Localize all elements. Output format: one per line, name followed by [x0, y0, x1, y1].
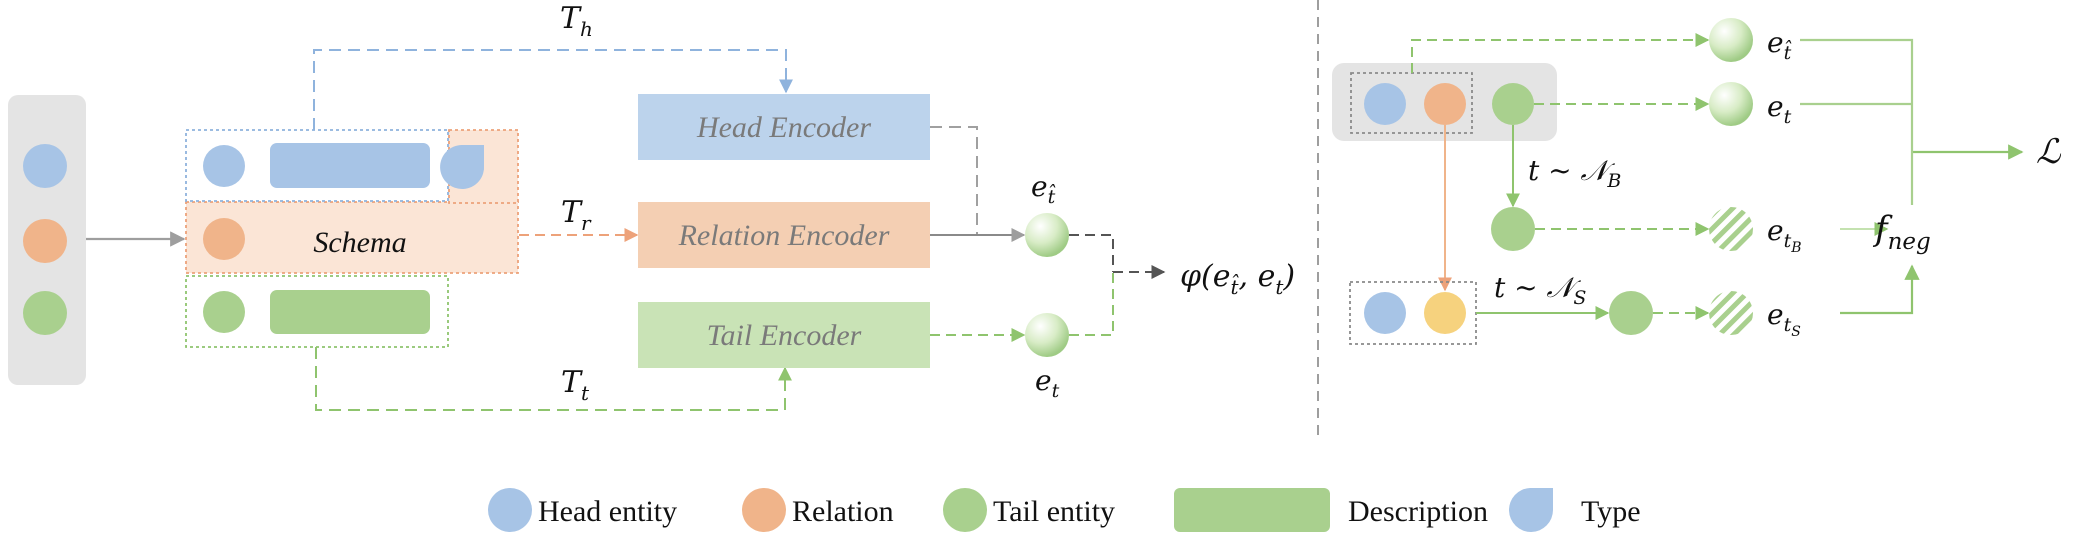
legend-type-label: Type	[1581, 495, 1641, 528]
tail-embedding-ball	[1025, 313, 1069, 357]
right-head-hat-ball	[1709, 18, 1753, 62]
right-tail-label: et	[1767, 90, 1792, 128]
negative-s-to-fneg	[1840, 264, 1920, 315]
head-encoder-output	[930, 126, 978, 235]
template-head-label: Th	[560, 1, 593, 41]
right-tail-ball	[1709, 82, 1753, 126]
head-hat-to-score	[1069, 234, 1114, 272]
legend-type-icon	[1509, 488, 1553, 532]
sampling-b-label: t ~ 𝒩B	[1528, 154, 1621, 192]
relation-encoder-box	[638, 202, 930, 268]
right-panel: et̂ et t ~ 𝒩B etB t ~ 𝒩S etS fneg ℒ	[1332, 18, 2062, 345]
tail-description-rect	[270, 290, 430, 334]
sampling-s-label: t ~ 𝒩S	[1494, 271, 1586, 309]
loss-label: ℒ	[2036, 132, 2062, 172]
left-panel: Schema Th Tr Tt Head Encoder Relation En…	[8, 1, 1295, 411]
tail-template-connector	[315, 347, 792, 411]
head-encoder-label: Head Encoder	[696, 111, 871, 144]
head-description-rect	[270, 143, 430, 188]
negative-b-striped-ball	[1709, 207, 1753, 251]
relation-encoder-label: Relation Encoder	[678, 219, 890, 252]
tail-encoder-box	[638, 302, 930, 368]
schema-relation-circle	[203, 218, 245, 260]
tail-embedding-label: et	[1035, 364, 1060, 402]
legend-relation-label: Relation	[792, 495, 894, 528]
positive-head-circle	[1364, 83, 1406, 125]
head-template-connector	[313, 49, 793, 130]
fneg-label: fneg	[1872, 209, 1931, 255]
legend-description-icon	[1174, 488, 1330, 532]
head-hat-embedding-ball	[1025, 213, 1069, 257]
positive-relation-circle	[1424, 83, 1466, 125]
negative-tail-s-circle	[1609, 291, 1653, 335]
positive-tail-circle	[1492, 83, 1534, 125]
negative-s-striped-ball	[1709, 291, 1753, 335]
input-relation	[23, 219, 67, 263]
legend-description-label: Description	[1348, 495, 1488, 528]
legend: Head entity Relation Tail entity Descrip…	[488, 488, 1641, 532]
head-entity-circle	[203, 145, 245, 187]
tail-to-score	[1069, 272, 1114, 336]
legend-head-entity-label: Head entity	[538, 495, 677, 528]
negative-tail-b-circle	[1491, 207, 1535, 251]
negative-s-label: etS	[1767, 298, 1801, 340]
template-relation-label: Tr	[561, 195, 592, 235]
legend-relation-icon	[742, 488, 786, 532]
head-encoder-box	[638, 94, 930, 160]
head-type-shape	[440, 145, 485, 189]
right-head-hat-label: et̂	[1767, 26, 1792, 64]
head-hat-to-loss	[1800, 38, 1914, 150]
tail-entity-circle	[203, 291, 245, 333]
template-tail-label: Tt	[561, 365, 590, 405]
legend-tail-entity-label: Tail entity	[993, 495, 1115, 528]
input-head-entity	[23, 144, 67, 188]
head-hat-to-embedding	[1411, 33, 1710, 73]
legend-head-entity-icon	[488, 488, 532, 532]
score-function-label: φ(et̂, et)	[1180, 259, 1295, 299]
head-hat-embedding-label: et̂	[1031, 170, 1056, 208]
legend-tail-entity-icon	[943, 488, 987, 532]
schema-label: Schema	[313, 226, 406, 259]
input-tail-entity	[23, 291, 67, 335]
tail-encoder-label: Tail Encoder	[707, 319, 862, 352]
sampled-relation-circle	[1424, 292, 1466, 334]
negative-b-label: etB	[1767, 214, 1802, 256]
negative-head-circle	[1364, 292, 1406, 334]
